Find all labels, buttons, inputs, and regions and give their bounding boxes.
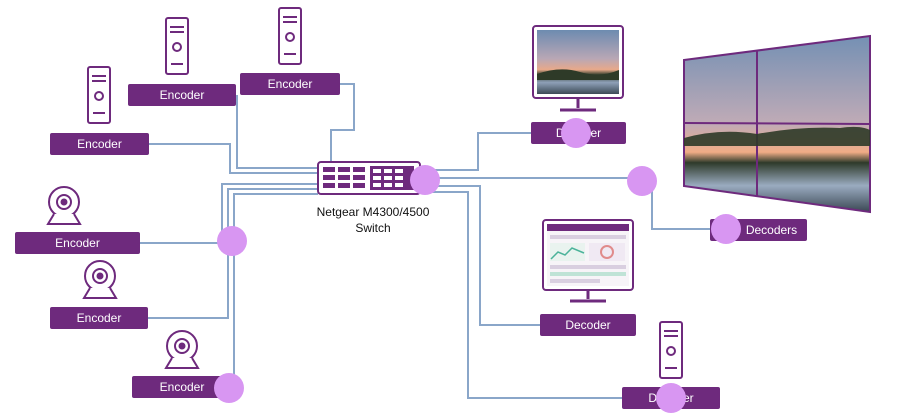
highlight-dot[interactable]: [711, 214, 741, 244]
webcam-icon: [164, 330, 200, 369]
webcam-icon: [46, 186, 82, 225]
link-encoder-2: [330, 83, 355, 162]
highlight-dot[interactable]: [561, 118, 591, 148]
monitor-landscape-icon: [532, 25, 624, 112]
highlight-dot[interactable]: [627, 166, 657, 196]
link-encoder-1: [236, 95, 318, 169]
monitor-dashboard-icon: [542, 219, 634, 303]
link-decoder-2: [420, 185, 540, 326]
encoder-label[interactable]: Encoder: [50, 307, 148, 329]
link-decoder-1: [420, 132, 531, 171]
encoder-label[interactable]: Encoder: [240, 73, 340, 95]
network-switch-icon: [317, 161, 421, 195]
video-wall-icon: [683, 34, 871, 214]
server-tower-icon: [659, 321, 683, 379]
decoder-label[interactable]: Decoder: [540, 314, 636, 336]
highlight-dot[interactable]: [410, 165, 440, 195]
switch-caption: Netgear M4300/4500 Switch: [298, 204, 448, 236]
link-encoder-3: [149, 143, 318, 174]
server-tower-icon: [278, 7, 302, 65]
webcam-icon: [82, 260, 118, 299]
switch-name: Netgear M4300/4500: [316, 205, 430, 219]
link-decoder-wall: [420, 177, 710, 230]
link-encoder-4: [140, 183, 318, 244]
highlight-dot[interactable]: [217, 226, 247, 256]
highlight-dot[interactable]: [214, 373, 244, 403]
server-tower-icon: [87, 66, 111, 124]
encoder-label[interactable]: Encoder: [128, 84, 236, 106]
encoder-label[interactable]: Encoder: [132, 376, 232, 398]
encoder-label[interactable]: Encoder: [15, 232, 140, 254]
highlight-dot[interactable]: [656, 383, 686, 413]
link-decoder-3: [420, 191, 622, 399]
switch-type: Switch: [355, 221, 391, 235]
server-tower-icon: [165, 17, 189, 75]
encoder-label[interactable]: Encoder: [50, 133, 149, 155]
